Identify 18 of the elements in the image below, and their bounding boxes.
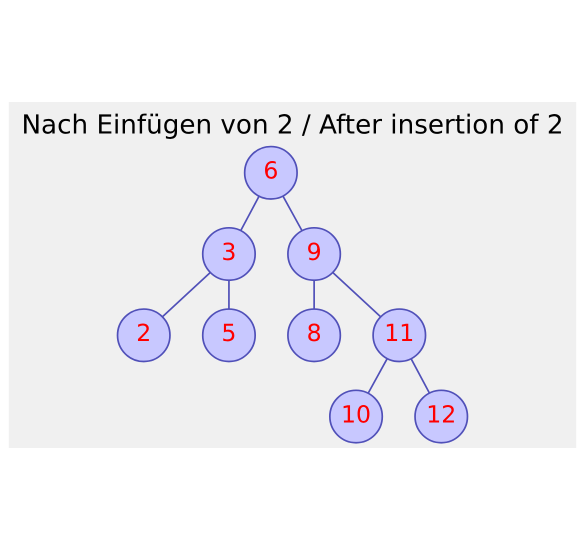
connector (313, 280, 315, 309)
connector (228, 280, 230, 309)
node-circle: 6 (244, 146, 298, 200)
node-circle: 8 (287, 308, 342, 362)
node-circle: 11 (372, 308, 426, 362)
connector (410, 358, 430, 394)
connector (332, 272, 382, 318)
connector (162, 272, 211, 318)
node-circle: 2 (116, 308, 171, 362)
node-circle: 10 (329, 389, 384, 444)
node-circle: 3 (202, 226, 256, 282)
connector (282, 196, 303, 232)
node-circle: 5 (202, 308, 256, 362)
connector (367, 358, 388, 394)
node-circle: 12 (414, 389, 468, 444)
node-circle: 9 (287, 226, 342, 282)
connector (240, 196, 260, 232)
diagram-title: Nach Einfügen von 2 / After insertion of 2 (21, 110, 564, 140)
